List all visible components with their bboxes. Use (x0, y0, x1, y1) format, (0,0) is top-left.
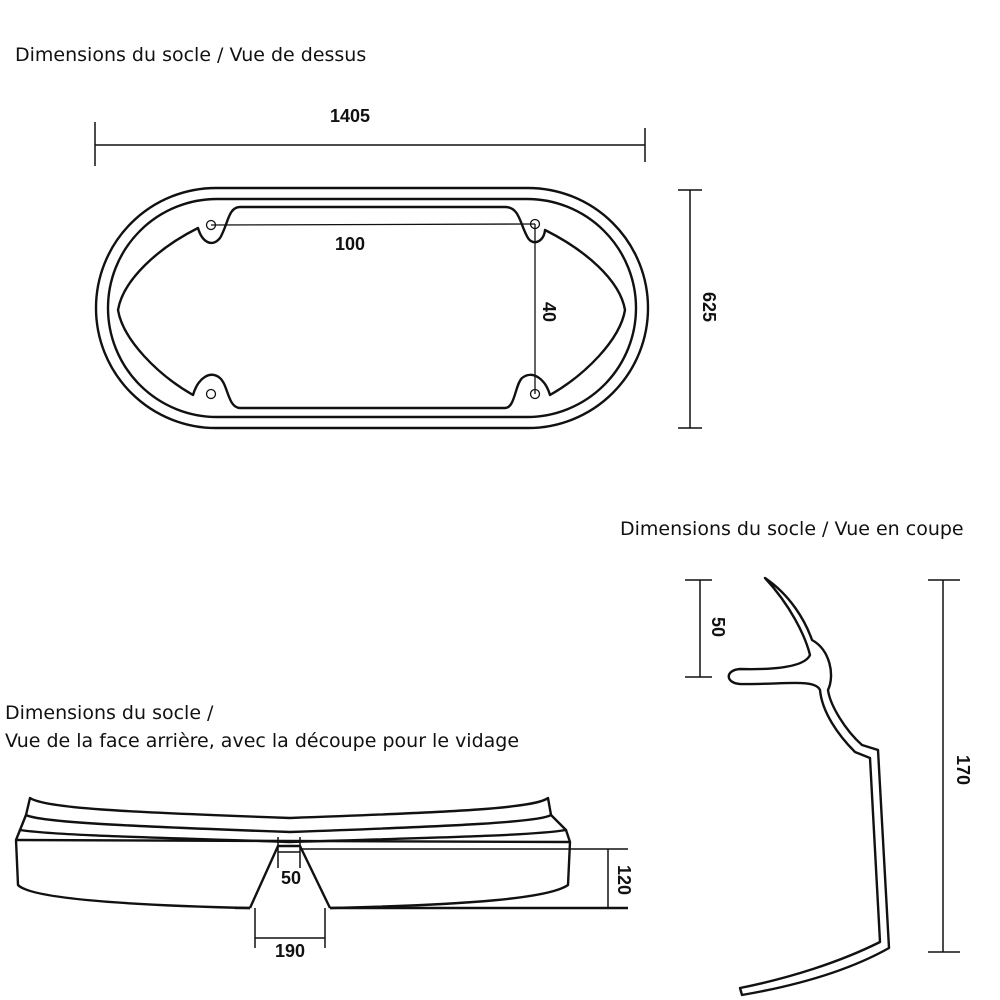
base-inner-frame (116, 205, 627, 410)
hole-spacing-y-label: 40 (539, 302, 559, 322)
section-view: 50 170 (685, 576, 973, 997)
mounting-hole-bottom-left (205, 388, 217, 400)
base-inner-outline (106, 197, 638, 419)
rear-base-top-rim (24, 796, 553, 834)
cutout-bottom-width-label: 190 (275, 941, 305, 961)
lip-height-label: 50 (708, 617, 728, 637)
height-label: 120 (614, 865, 634, 895)
rear-base-band-line (15, 838, 571, 844)
width-label: 625 (699, 292, 719, 322)
hole-spacing-x-label: 100 (335, 234, 365, 254)
section-profile (727, 576, 891, 997)
total-height-label: 170 (953, 755, 973, 785)
cutout-top-width-label: 50 (281, 868, 301, 888)
rear-view-title-line2: Vue de la face arrière, avec la découpe … (5, 730, 520, 752)
drain-cutout (248, 844, 332, 909)
section-view-title: Dimensions du socle / Vue en coupe (620, 518, 964, 540)
rear-view: 50 190 120 (14, 796, 634, 961)
hole-spacing-x-line (210, 223, 536, 226)
top-view-title: Dimensions du socle / Vue de dessus (15, 44, 367, 66)
base-outer-outline (94, 186, 650, 430)
rear-view-title-line1: Dimensions du socle / (5, 702, 214, 724)
length-label: 1405 (330, 106, 370, 126)
rear-base-body (14, 829, 572, 910)
top-view: 1405 625 100 40 (94, 106, 719, 430)
